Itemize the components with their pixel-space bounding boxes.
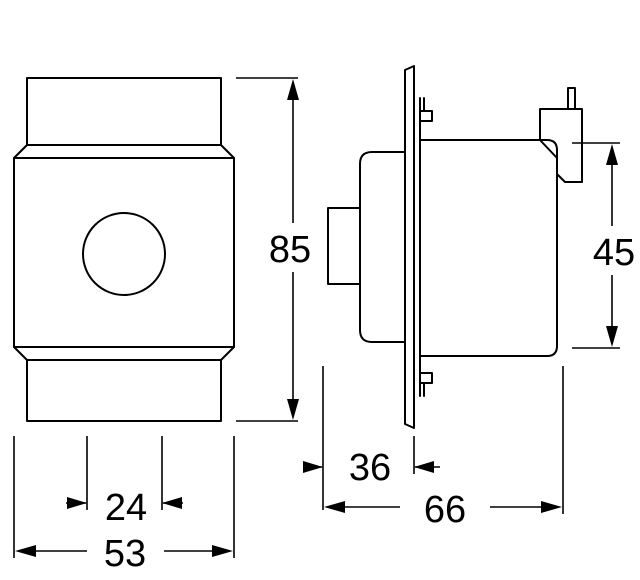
center-hole [82,212,166,296]
front-top-band [26,77,222,146]
dimension-depth-total-label: 66 [424,489,466,531]
dimension-depth-front-label: 36 [349,447,391,489]
side-view [327,65,583,429]
side-rear-body [419,139,558,357]
dimension-body-height: 45 [572,142,635,349]
side-terminal-pin [567,87,576,110]
dimension-hole-spacing-label: 24 [105,487,147,529]
dimension-height-label: 85 [269,229,311,271]
dimension-height: 85 [236,77,311,422]
side-front-body [359,151,406,343]
front-bottom-band [26,359,222,422]
dimension-body-height-label: 45 [593,232,635,274]
dimension-width-label: 53 [104,533,146,575]
side-bottom-screw [419,372,433,384]
dimension-width: 53 [13,436,235,575]
front-main-body [13,144,235,361]
side-mounting-plate [404,65,415,429]
dimension-depth-front: 36 [303,366,440,510]
side-knob [327,207,360,285]
dimension-depth-total: 66 [324,366,564,531]
side-top-screw [419,110,433,122]
front-view [13,77,235,422]
side-terminal-block [539,108,583,183]
dimension-hole-spacing: 24 [66,436,183,529]
